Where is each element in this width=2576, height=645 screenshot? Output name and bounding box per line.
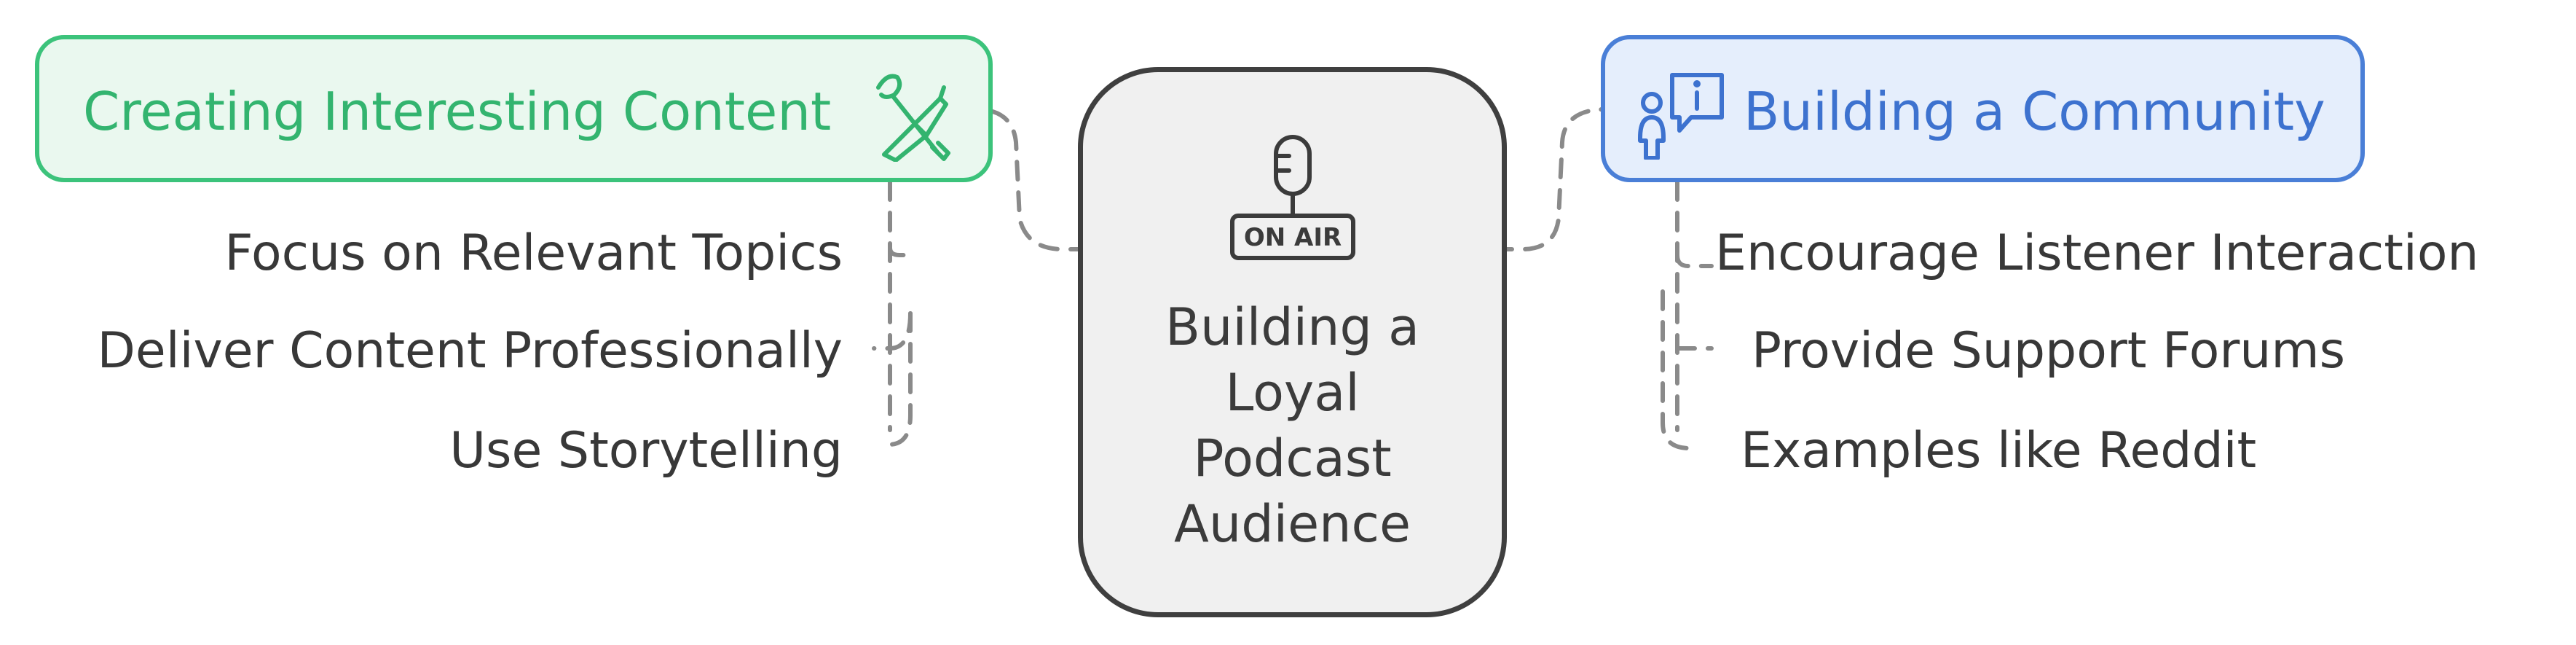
central-topic-title: Building a Loyal Podcast Audience [1083,294,1502,557]
pen-and-brush-icon [876,74,950,162]
right-topic-node: Building a Community [1601,35,2365,182]
central-topic-node: ON AIR Building a Loyal Podcast Audience [1078,67,1507,617]
on-air-microphone-icon: ON AIR [1230,135,1355,260]
right-item-support-forums: Provide Support Forums [1752,322,2346,380]
central-title-line-4: Audience [1173,494,1411,554]
left-topic-title: Creating Interesting Content [83,81,832,142]
central-title-line-2: Loyal [1225,363,1360,423]
right-topic-title: Building a Community [1744,81,2325,142]
connector-right-item-1 [1675,253,1714,268]
on-air-label: ON AIR [1244,223,1342,252]
central-title-line-1: Building a [1165,297,1420,357]
left-item-relevant-topics: Focus on Relevant Topics [224,224,843,282]
left-topic-node: Creating Interesting Content [35,35,993,182]
right-item-reddit-examples: Examples like Reddit [1741,422,2257,480]
connector-left-item-1 [888,246,913,257]
connector-left-item-3 [886,311,913,447]
left-item-storytelling: Use Storytelling [449,422,843,480]
connector-center-to-left [974,107,1090,251]
connector-center-to-right [1492,107,1608,251]
person-info-bubble-icon [1638,73,1724,160]
central-title-line-3: Podcast [1193,429,1392,488]
right-item-listener-interaction: Encourage Listener Interaction [1715,224,2479,282]
connector-right-item-3 [1661,289,1692,450]
left-item-deliver-professionally: Deliver Content Professionally [97,322,843,380]
